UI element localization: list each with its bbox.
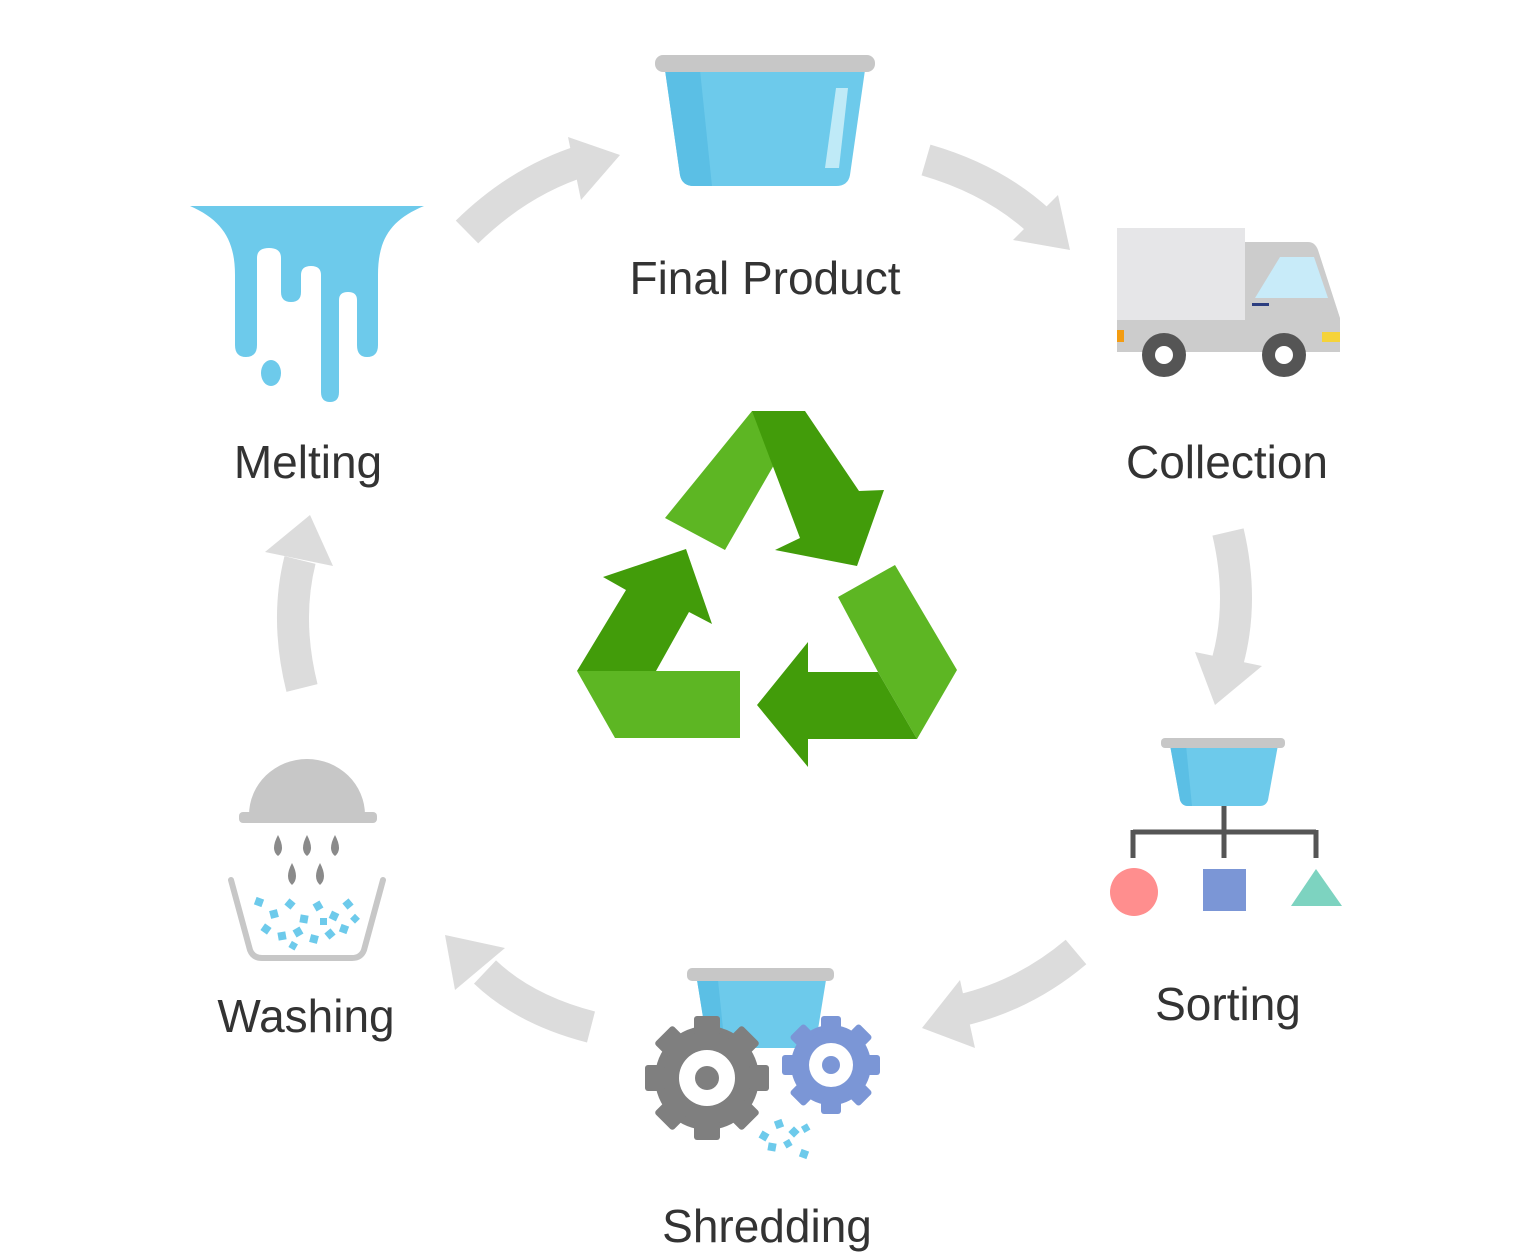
arrow-shredding-to-washing	[445, 935, 596, 1043]
recycle-symbol-icon	[577, 411, 957, 767]
melting-plastic-icon	[190, 206, 424, 402]
stage-label-sorting: Sorting	[1155, 978, 1301, 1030]
plastic-tub-icon	[655, 55, 875, 186]
sorting-tree-icon	[1110, 738, 1342, 916]
stage-label-collection: Collection	[1126, 436, 1328, 488]
arrow-washing-to-melting	[265, 515, 333, 692]
square-shape	[1203, 869, 1246, 911]
cycle-arrows	[265, 137, 1262, 1048]
washing-basin-icon	[228, 759, 386, 961]
triangle-shape	[1291, 869, 1342, 906]
stage-label-melting: Melting	[233, 436, 383, 488]
delivery-truck-icon	[1117, 228, 1340, 377]
arrow-collection-to-sorting	[1195, 528, 1262, 705]
stage-label-final-product: Final Product	[629, 252, 901, 304]
stage-label-shredding: Shredding	[662, 1200, 872, 1252]
arrow-final-product-to-collection	[921, 144, 1070, 250]
stage-label-washing: Washing	[217, 990, 395, 1042]
arrow-sorting-to-shredding	[922, 939, 1087, 1048]
arrow-melting-to-final-product	[455, 137, 620, 244]
shredder-gears-icon	[645, 968, 880, 1160]
circle-shape	[1110, 868, 1158, 916]
